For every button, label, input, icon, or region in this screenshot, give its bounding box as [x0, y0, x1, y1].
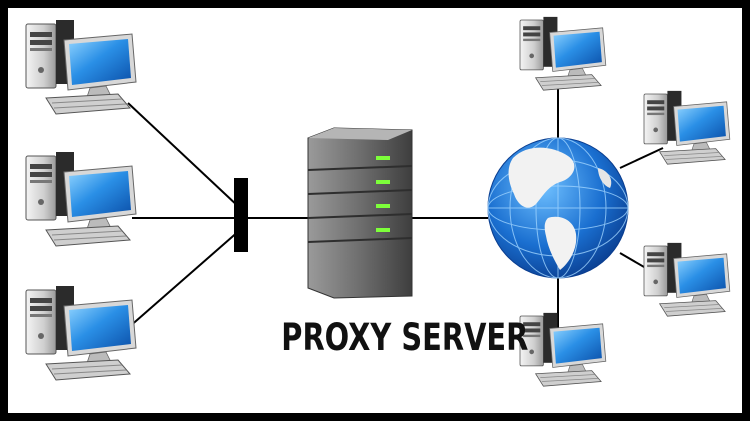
- server-rack-icon: [307, 127, 413, 299]
- diagram-title: PROXY SERVER: [281, 316, 529, 359]
- remote-computer-2: [643, 90, 731, 165]
- server-led-4: [376, 228, 390, 232]
- client-computer-2: [25, 151, 137, 247]
- client-computer-3: [25, 285, 137, 381]
- link-client-3: [127, 229, 241, 329]
- diagram-canvas: PROXY SERVER: [8, 8, 742, 413]
- network-diagram: [25, 16, 731, 387]
- server-led-3: [376, 204, 390, 208]
- remote-computer-3: [643, 242, 731, 317]
- client-computer-1: [25, 19, 137, 115]
- server-led-2: [376, 180, 390, 184]
- link-client-1: [127, 102, 241, 209]
- remote-computer-1: [519, 16, 607, 91]
- switch-bar: [234, 178, 248, 252]
- globe-icon: [487, 137, 629, 279]
- remote-computer-4: [519, 312, 607, 387]
- link-globe-remote-2: [619, 147, 664, 169]
- server-led-1: [376, 156, 390, 160]
